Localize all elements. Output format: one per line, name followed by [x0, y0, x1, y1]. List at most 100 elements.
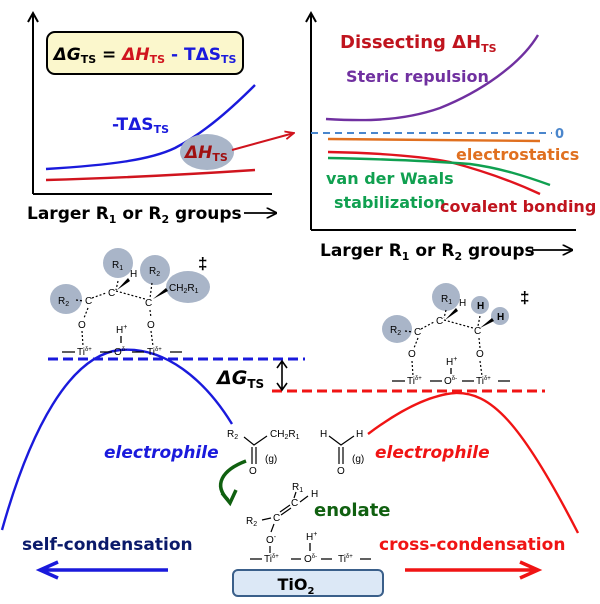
wedge-bond: [117, 278, 130, 290]
formaldehyde-molecule: H H O (g): [320, 429, 364, 477]
atom-O: O: [249, 466, 257, 477]
left-plot: ΔGTS = ΔHTS - TΔSTS -TΔSTS ΔHTS Larger R…: [27, 10, 294, 226]
atom-R2: R2: [390, 325, 401, 337]
atom-Hplus: H+: [306, 531, 317, 543]
double-dagger-left: ‡: [198, 254, 207, 273]
atom-R1: R1: [112, 260, 123, 272]
atom-Ti-left: Tiδ+: [264, 554, 279, 565]
atom-H-right: H: [356, 429, 363, 440]
cross-condensation-transition-state: R1 H R2 H H C C C O O H+ Tiδ+ Oδ- Tiδ+ ‡: [382, 283, 529, 387]
atom-O-right: O: [476, 349, 484, 360]
left-x-axis-label: Larger R1 or R2 groups: [27, 204, 242, 226]
label-van-der-waals: van der Waals: [326, 169, 454, 188]
atom-C-alpha: C: [273, 513, 280, 524]
right-y-axis-arrowhead: [305, 10, 317, 23]
atom-O: O: [337, 466, 345, 477]
ketone-molecule: R2 CH2R1 O (g): [227, 429, 300, 477]
enolate-label: enolate: [314, 500, 391, 521]
atom-O-right: O: [147, 320, 155, 331]
atom-H-2: H: [497, 312, 504, 323]
atom-C-enol: C: [85, 296, 92, 307]
dG-double-arrow: [276, 359, 288, 392]
atom-C-alpha: C: [108, 288, 115, 299]
double-dagger-right: ‡: [520, 288, 529, 307]
dissecting-title: Dissecting ΔHTS: [340, 32, 497, 55]
label-electrostatics: electrostatics: [456, 145, 579, 164]
atom-O-left: O: [78, 320, 86, 331]
self-condensation-transition-state: R1 H R2 R2 CH2R1 C C C O O H+ Tiδ+ Oδ- T…: [50, 248, 210, 358]
atom-Hplus: H+: [446, 356, 457, 368]
cross-condensation-barrier-curve: [367, 391, 580, 534]
wedge-bond: [445, 308, 458, 320]
atom-H-1: H: [477, 301, 484, 312]
enolate-bonds: [261, 491, 309, 533]
self-condensation-barrier-curve: [0, 348, 234, 531]
equation-box: [46, 31, 244, 75]
label-covalent-bonding: covalent bonding: [440, 197, 596, 216]
label-dH: ΔHTS: [183, 143, 228, 164]
cross-condensation-arrow: [405, 560, 543, 580]
atom-H-left: H: [320, 429, 327, 440]
atom-R2-left: R2: [58, 296, 69, 308]
atom-C-beta: C: [291, 498, 298, 509]
atom-Ti-right: Tiδ+: [147, 347, 162, 358]
label-stabilization: stabilization: [334, 193, 446, 212]
surface-enolate: R1 H C R2 C O- H+ Tiδ+ Oδ- Tiδ+: [246, 482, 371, 565]
label-minus-TdS: -TΔSTS: [112, 115, 169, 136]
atom-O-left: O: [408, 349, 416, 360]
atom-O-minus: O-: [266, 534, 277, 546]
r1-bubble: [103, 248, 133, 278]
ts-bonds: [404, 309, 483, 377]
wedge-bond: [153, 288, 168, 299]
enolization-arrowhead-icon: [220, 489, 238, 507]
gas-label: (g): [265, 454, 277, 465]
atom-R2: R2: [227, 429, 238, 441]
curve-dH: [45, 168, 256, 182]
ch2r1-bubble: [166, 271, 210, 303]
atom-CH2R1: CH2R1: [169, 283, 199, 295]
atom-C-carbonyl: C: [145, 298, 152, 309]
tio2-surface: [232, 569, 384, 597]
h-bubble-1: [471, 296, 489, 314]
wedge-bond: [480, 318, 494, 328]
ts-bonds: [75, 280, 154, 347]
atom-O-surface: Oδ-: [444, 376, 457, 387]
r2-left-bubble: [50, 284, 82, 314]
atom-C-alpha: C: [436, 316, 443, 327]
r1-bubble: [432, 283, 460, 311]
curve-electrostatics: [327, 137, 541, 143]
gas-label: (g): [352, 454, 364, 465]
curve-van-der-waals: [327, 156, 551, 187]
atom-H: H: [130, 269, 137, 280]
curve-steric-repulsion: [325, 34, 540, 122]
atom-R2-right: R2: [149, 266, 160, 278]
atom-C-enol: C: [414, 327, 421, 338]
electrophile-right-label: electrophile: [375, 443, 490, 463]
atom-C-carbonyl: C: [474, 326, 481, 337]
atom-Ti-left: Tiδ+: [77, 347, 92, 358]
h-bubble-2: [491, 307, 509, 325]
cross-condensation-label: cross-condensation: [379, 535, 565, 555]
atom-O-surface: Oδ-: [304, 554, 317, 565]
equation-text: ΔGTS = ΔHTS - TΔSTS: [52, 45, 237, 66]
atom-Ti-right: Tiδ+: [476, 376, 491, 387]
atom-O-surface: Oδ-: [114, 347, 127, 358]
atom-H: H: [311, 489, 318, 500]
dG-ts-label: ΔGTS: [215, 367, 264, 391]
tio2-label: TiO2: [278, 575, 315, 597]
curve-minus-TdS: [45, 84, 256, 171]
ketone-bonds: [243, 435, 268, 464]
atom-R2: R2: [246, 516, 257, 528]
zero-label: 0: [555, 127, 564, 142]
atom-CH2R1: CH2R1: [270, 429, 300, 441]
atom-Ti-right: Tiδ+: [338, 554, 353, 565]
arrow-to-dissection: [231, 133, 294, 151]
atom-Ti-left: Tiδ+: [407, 376, 422, 387]
r2-right-bubble: [140, 255, 170, 285]
right-plot: Dissecting ΔHTS Steric repulsion 0 elect…: [305, 10, 596, 263]
formaldehyde-bonds: [328, 435, 355, 464]
self-condensation-label: self-condensation: [22, 535, 193, 555]
atom-R1: R1: [441, 294, 452, 306]
right-x-axis-label: Larger R1 or R2 groups: [320, 241, 535, 263]
